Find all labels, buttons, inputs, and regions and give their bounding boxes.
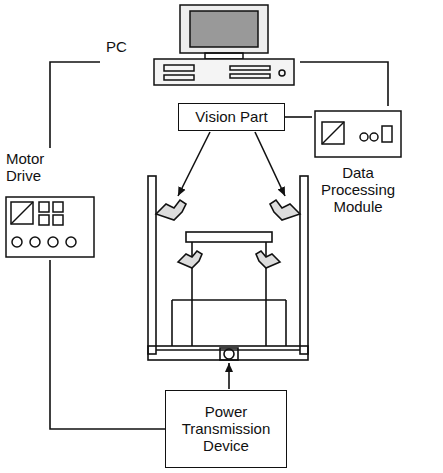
- device-illustration: [5, 196, 95, 262]
- computer-node: PC: [100, 2, 300, 90]
- signal-line: [300, 62, 388, 106]
- motor-drive-node: Motor Drive: [4, 148, 96, 260]
- vision-part-box: Vision Part: [178, 103, 285, 131]
- device-illustration: [314, 110, 402, 162]
- device-illustration: [150, 3, 300, 93]
- power-transmission-box: Power Transmission Device: [165, 390, 287, 468]
- node-label: Vision Part: [195, 108, 267, 125]
- signal-line: [285, 116, 312, 118]
- signal-line: [50, 260, 165, 429]
- node-label: Data Processing Module: [316, 164, 400, 215]
- data-processing-node: Data Processing Module: [312, 106, 404, 226]
- signal-line: [50, 62, 100, 148]
- node-label: Motor Drive: [6, 150, 64, 184]
- node-label: Power Transmission Device: [174, 403, 278, 454]
- node-label: PC: [106, 38, 127, 55]
